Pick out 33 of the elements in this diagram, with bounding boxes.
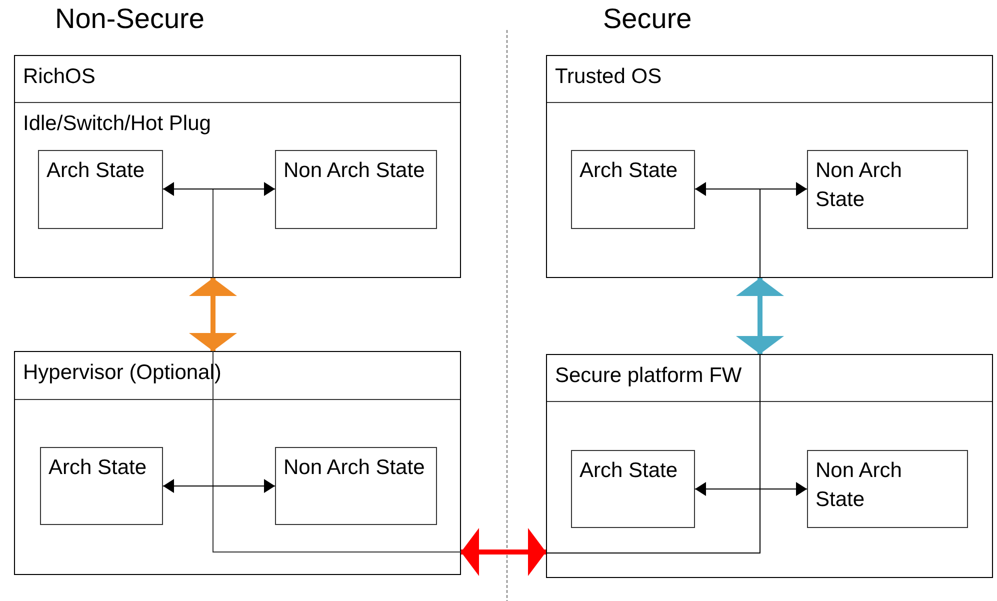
state-label: Non Arch State: [816, 458, 903, 512]
double-arrow: [694, 482, 808, 496]
double-arrow: [189, 278, 237, 351]
side-heading: Non-Secure: [55, 3, 204, 35]
state-label: Arch State: [48, 454, 148, 480]
side-heading: Secure: [603, 3, 692, 35]
state-label: Non Arch State: [284, 454, 426, 480]
layer-box: [14, 351, 461, 575]
state-label: Arch State: [46, 158, 146, 184]
layer-subtitle: Idle/Switch/Hot Plug: [23, 111, 211, 137]
double-arrow: [162, 479, 276, 493]
state-box: [274, 446, 436, 524]
layer-box: [14, 55, 461, 278]
state-box: [570, 450, 694, 528]
state-box: [570, 150, 694, 228]
layer-box: [546, 55, 993, 278]
layer-box: [546, 354, 993, 578]
double-arrow: [736, 278, 784, 354]
state-box: [274, 150, 436, 228]
state-label: Non Arch State: [284, 158, 426, 184]
layer-title: Secure platform FW: [555, 363, 742, 389]
state-box: [806, 450, 968, 528]
state-box: [806, 150, 968, 228]
state-label: Arch State: [580, 458, 679, 484]
double-arrow: [162, 182, 276, 196]
double-arrow: [694, 182, 808, 196]
state-label: Arch State: [580, 158, 679, 184]
layer-title: Trusted OS: [555, 64, 662, 90]
state-box: [40, 446, 162, 524]
layer-title: RichOS: [23, 64, 96, 90]
state-box: [38, 150, 162, 228]
double-arrow: [461, 528, 546, 576]
state-label: Non Arch State: [816, 158, 903, 212]
